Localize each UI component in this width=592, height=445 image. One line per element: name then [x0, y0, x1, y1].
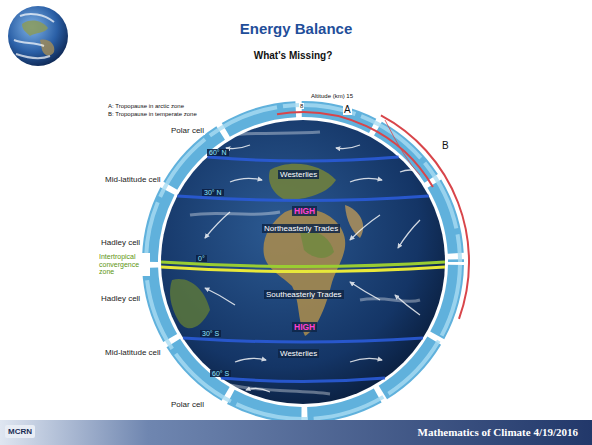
latitude-label: 30° S: [200, 330, 221, 337]
tropopause-letter: A: [343, 104, 352, 115]
latitude-label: 0°: [196, 255, 207, 262]
slide-title: Energy Balance: [0, 20, 592, 37]
cell-label: Mid-latitude cell: [104, 348, 162, 357]
footer-bar: [0, 420, 592, 445]
wind-label: Westerlies: [278, 349, 319, 358]
tropopause-letter: B: [441, 140, 450, 151]
cell-label: Hadley cell: [100, 294, 141, 303]
cell-highlight: [146, 105, 460, 419]
altitude-label: Altitude (km) 15: [310, 93, 354, 99]
wind-arrows: [205, 145, 420, 392]
cell-label: Hadley cell: [100, 238, 141, 247]
wind-label: Westerlies: [278, 170, 319, 179]
latitude-label: 60° S: [210, 370, 231, 377]
pressure-label: HIGH: [292, 206, 317, 216]
latitude-label: 60° N: [207, 149, 229, 156]
cell-label: Polar cell: [170, 126, 205, 135]
slide-subtitle: What's Missing?: [0, 50, 589, 61]
zone-label: Intertropical convergence zone: [98, 253, 150, 276]
cell-label: Mid-latitude cell: [104, 175, 162, 184]
logo-text: MCRN: [5, 425, 35, 438]
globe: [161, 120, 445, 404]
wind-label: Southeasterly Trades: [264, 290, 344, 299]
wind-label: Northeasterly Trades: [262, 224, 340, 233]
circulation-cells: [150, 109, 456, 415]
earth-icon: [8, 6, 68, 66]
legend-note: B: Tropopause in temperate zone: [107, 111, 198, 117]
latitude-lines: [161, 157, 445, 382]
legend-note: A: Tropopause in arctic zone: [107, 103, 185, 109]
cell-label: Polar cell: [170, 400, 205, 409]
pressure-label: HIGH: [292, 322, 317, 332]
footer-text: Mathematics of Climate 4/19/2016: [418, 426, 578, 438]
altitude-label: 8: [299, 103, 304, 109]
tropopause-lines: [277, 112, 469, 319]
latitude-label: 30° N: [202, 189, 224, 196]
